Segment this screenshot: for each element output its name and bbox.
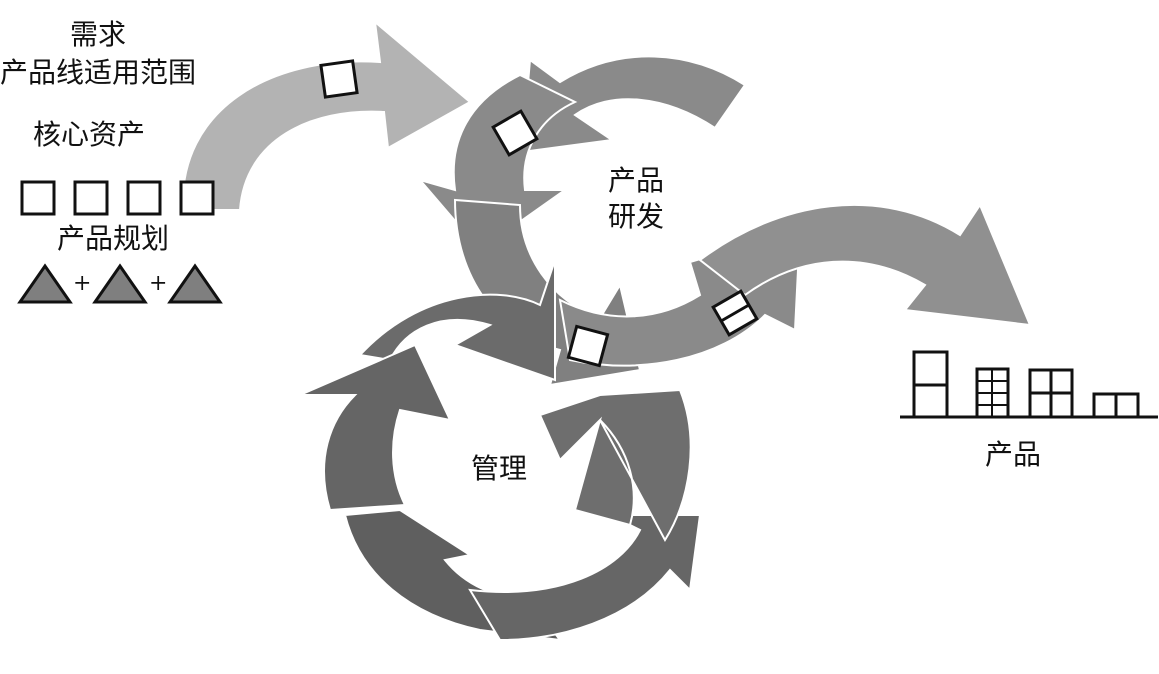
asset-square-icon — [20, 180, 56, 216]
output-arrow — [698, 202, 1032, 327]
product-block-icon — [912, 350, 949, 419]
asset-square-icon — [179, 180, 215, 216]
output-asset-block-icon — [711, 289, 759, 337]
development-asset-square-icon — [491, 109, 539, 157]
input-arrow — [181, 19, 472, 211]
development-label-line1: 产品 — [608, 164, 665, 197]
management-cycle — [299, 259, 702, 642]
core-assets-label: 核心资产 — [33, 118, 146, 151]
products-shelf — [900, 350, 1158, 419]
development-label-line2: 研发 — [608, 200, 665, 233]
triangle-icon — [92, 263, 148, 304]
asset-square-icon — [126, 180, 162, 216]
demand-label: 需求 — [70, 18, 127, 51]
plus-sign: + — [73, 271, 92, 296]
triangle-icon — [17, 263, 73, 304]
product-block-icon — [1092, 392, 1140, 419]
core-asset-squares — [20, 180, 215, 216]
management-label: 管理 — [471, 452, 528, 485]
product-block-icon — [975, 367, 1010, 419]
development-asset-square-icon — [566, 324, 610, 368]
triangle-icon — [167, 263, 223, 304]
product-planning-label: 产品规划 — [57, 222, 170, 255]
product-block-icon — [1028, 368, 1074, 419]
asset-square-icon — [73, 180, 109, 216]
scope-label: 产品线适用范围 — [0, 56, 197, 89]
products-label: 产品 — [985, 438, 1042, 471]
carried-asset-square-icon — [319, 59, 359, 99]
planning-triangles — [17, 263, 223, 304]
plus-sign: + — [149, 271, 168, 296]
